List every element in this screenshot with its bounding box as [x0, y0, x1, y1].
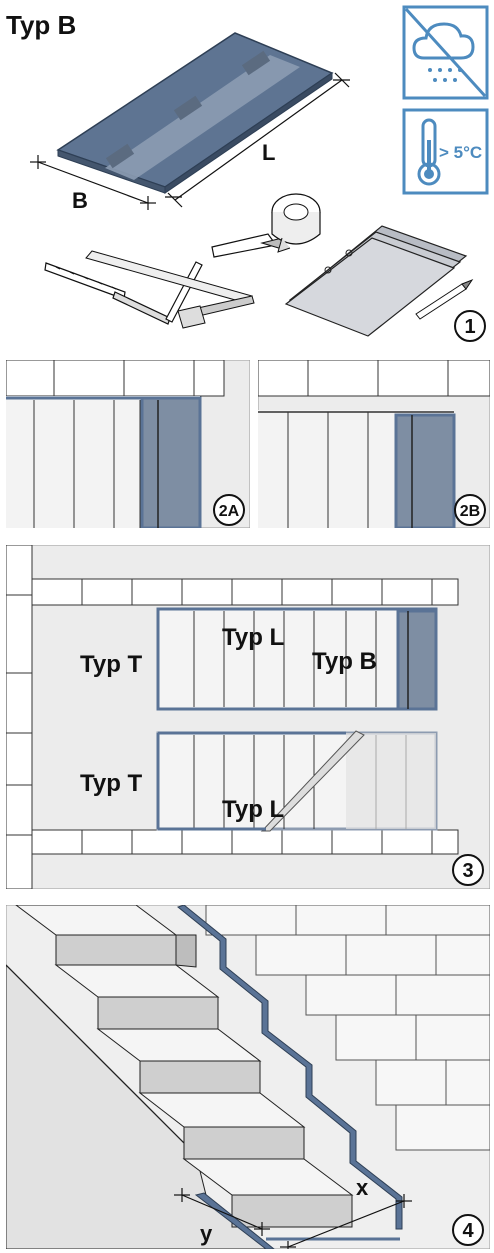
temperature-label: > 5°C	[439, 143, 482, 162]
dimension-label-length: L	[262, 140, 275, 165]
dimension-label-x: x	[356, 1175, 369, 1200]
step-badge-4: 4	[452, 1214, 484, 1246]
dimension-label-y: y	[200, 1221, 213, 1246]
membrane-strip-typ-b	[396, 609, 438, 711]
svg-text:2A: 2A	[219, 503, 240, 520]
membrane-edge	[176, 905, 403, 1230]
label-typ-b: Typ B	[312, 648, 377, 675]
panel-4: x y 4	[6, 905, 490, 1249]
panel-1: Typ B L B	[6, 5, 489, 342]
membrane-floor-strip	[194, 1192, 275, 1249]
label-typ-t-upper: Typ T	[80, 651, 143, 678]
thermometer-icon: > 5°C	[402, 108, 489, 195]
square-icon	[85, 250, 255, 329]
no-rain-icon	[402, 5, 489, 100]
step-badge-2a: 2A	[213, 494, 245, 526]
stair-steps	[15, 905, 354, 1228]
dimension-line-width	[30, 155, 156, 210]
dimension-line-y	[174, 1188, 270, 1236]
dimension-label-width: B	[72, 188, 88, 213]
svg-text:1: 1	[464, 316, 475, 338]
membrane-sheet	[56, 32, 334, 194]
diagonal-strip	[260, 730, 365, 832]
svg-text:4: 4	[462, 1220, 474, 1242]
folding-rule-icon	[44, 261, 203, 325]
step-badge-1: 1	[454, 310, 486, 342]
tape-roll-icon	[271, 193, 321, 253]
step-badge-2b: 2B	[454, 494, 486, 526]
panel-3: Typ T Typ L Typ B Typ T Typ L 3	[6, 545, 490, 889]
svg-text:2B: 2B	[460, 503, 480, 520]
label-typ-l-lower: Typ L	[222, 796, 284, 823]
pencil-icon	[415, 278, 474, 320]
membrane-strip-2a	[140, 396, 202, 528]
step-badge-3: 3	[452, 854, 484, 886]
dimension-line-length	[165, 72, 350, 208]
sealing-sheets-icon	[284, 225, 468, 337]
title-typ-b: Typ B	[6, 10, 76, 40]
membrane-strip-2b	[394, 413, 456, 528]
dimension-line-x	[280, 1194, 412, 1249]
label-typ-t-lower: Typ T	[80, 770, 143, 797]
svg-text:3: 3	[462, 860, 473, 882]
panel-2a: 2A	[6, 360, 250, 528]
label-typ-l-upper: Typ L	[222, 624, 284, 651]
panel-2b: 2B	[258, 360, 490, 528]
